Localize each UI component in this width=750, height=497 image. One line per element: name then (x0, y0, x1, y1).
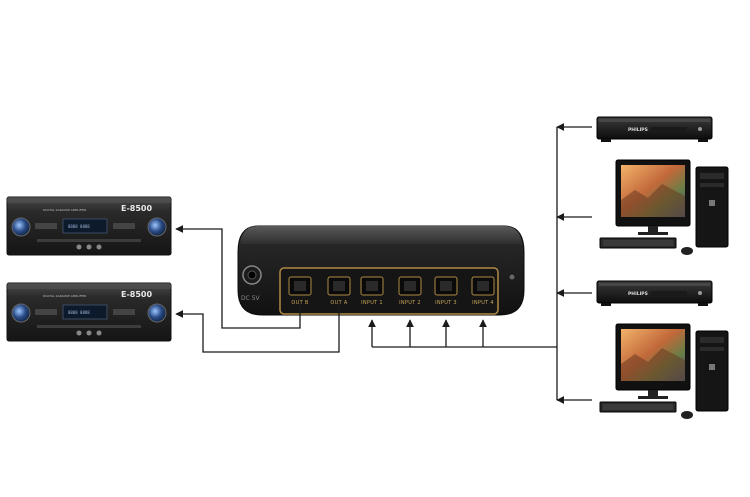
hub-top (240, 226, 522, 244)
hub-port-label: INPUT 3 (435, 300, 457, 306)
amplifier-subtitle: DIGITAL KARAOKE AMPLIFIER (43, 294, 86, 298)
amplifier-display-text: 8888 8888 (68, 310, 90, 315)
volume-knob-icon (11, 217, 31, 237)
hub-port-label: INPUT 1 (361, 300, 383, 306)
amplifier-subtitle: DIGITAL KARAOKE AMPLIFIER (43, 208, 86, 212)
volume-knob-icon (11, 303, 31, 323)
amplifier-display-text: 8888 8888 (68, 224, 90, 229)
amplifier-model: E-8500 (121, 290, 152, 299)
connection-lines (175, 123, 592, 404)
amplifier-1: DIGITAL KARAOKE AMPLIFIER E-8500 8888 88… (6, 196, 172, 256)
power-label: DC 5V (241, 295, 261, 302)
volume-knob-icon (147, 217, 167, 237)
hub-port-label: INPUT 4 (472, 300, 494, 306)
hub-port-input-3: INPUT 3 (434, 276, 458, 306)
hub-port-label: INPUT 2 (399, 300, 421, 306)
hub-port-input-4: INPUT 4 (471, 276, 495, 306)
volume-knob-icon (147, 303, 167, 323)
hub-port-group: OUT B OUT A INPUT 1 INPUT 2 INPUT 3 INPUT 4 (288, 276, 495, 306)
player-brand: PHILIPS (628, 127, 648, 133)
disc-player-1: PHILIPS (596, 116, 713, 142)
amplifier-display (62, 218, 108, 234)
hub-port-out-a: OUT A (327, 276, 351, 306)
disc-player-2: PHILIPS (596, 280, 713, 306)
mouse-icon (681, 411, 693, 419)
amplifier-model: E-8500 (121, 204, 152, 213)
desktop-computer-1 (599, 159, 729, 255)
mouse-icon (681, 247, 693, 255)
hub-port-input-2: INPUT 2 (398, 276, 422, 306)
player-brand: PHILIPS (628, 291, 648, 297)
hub-port-out-b: OUT B (288, 276, 312, 306)
out-a-to-amplifier-2-line (175, 302, 340, 353)
hub-port-panel (279, 267, 499, 315)
out-b-to-amplifier-1-line (175, 225, 301, 329)
status-led-icon (509, 274, 515, 280)
desktop-computer-2 (599, 323, 729, 419)
amplifier-2: DIGITAL KARAOKE AMPLIFIER E-8500 8888 88… (6, 282, 172, 342)
hub-port-input-1: INPUT 1 (360, 276, 384, 306)
amplifier-display (62, 304, 108, 320)
